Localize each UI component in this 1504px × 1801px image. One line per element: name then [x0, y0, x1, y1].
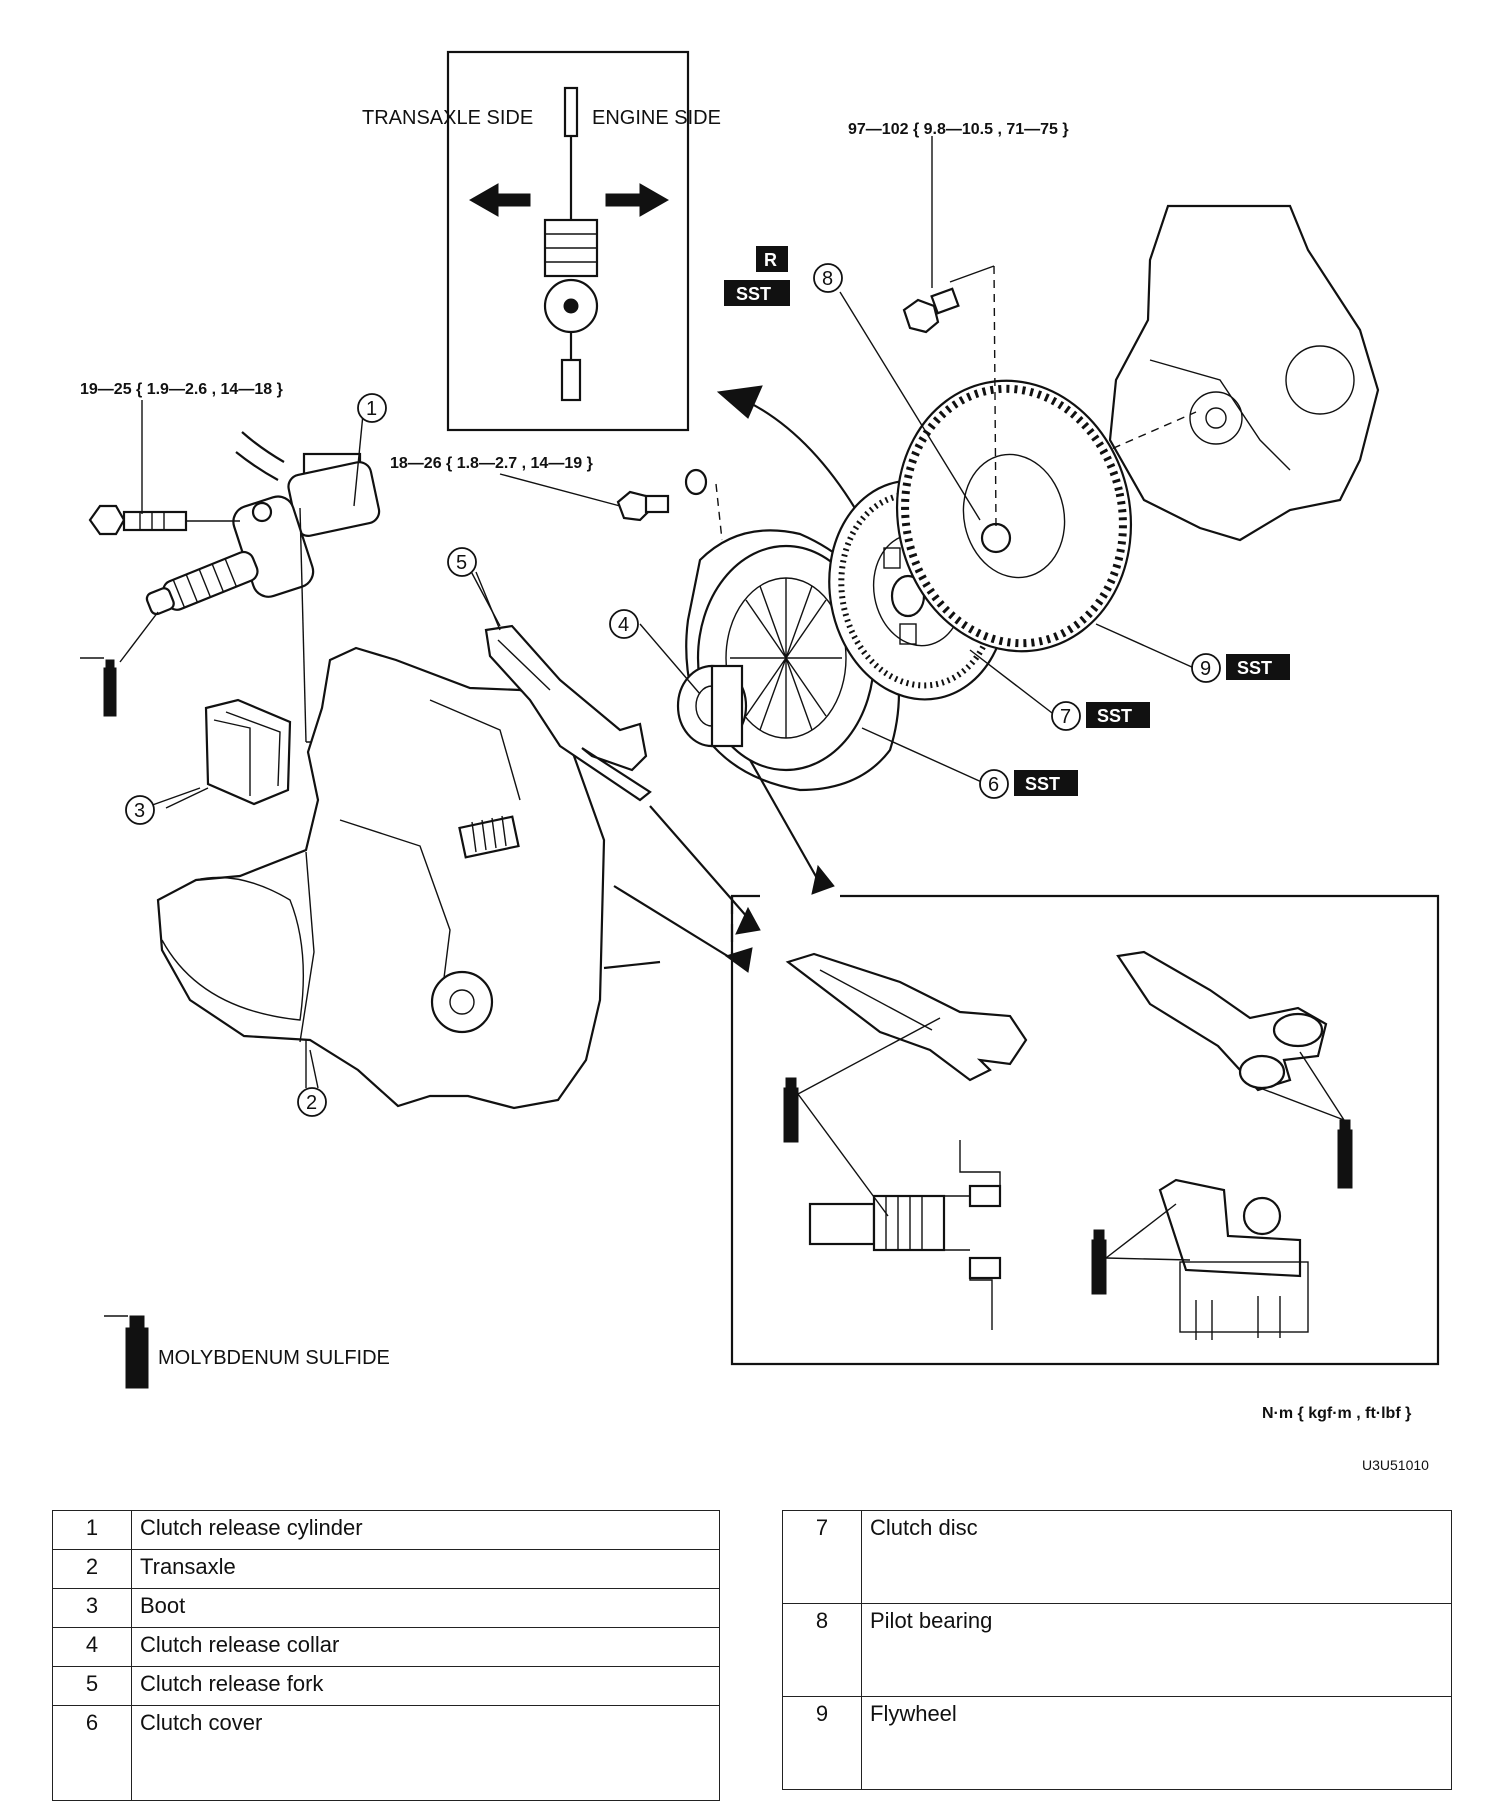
sst-badge-6: SST — [1025, 774, 1060, 794]
label-9-text: 9 — [1200, 658, 1211, 680]
grease-can-icon — [1337, 1119, 1353, 1189]
label-9: 9 SST — [1191, 653, 1290, 683]
part-name: Pilot bearing — [861, 1603, 1452, 1697]
engine-block-drawing — [1099, 204, 1380, 542]
transaxle-side-label: TRANSAXLE SIDE — [362, 107, 533, 129]
transaxle-drawing — [156, 646, 661, 1110]
part-name: Clutch release cylinder — [131, 1510, 720, 1550]
table-row: 8 Pilot bearing — [782, 1603, 1452, 1697]
part-number: 8 — [782, 1603, 862, 1697]
label-3-text: 3 — [134, 800, 145, 822]
part-number: 1 — [52, 1510, 132, 1550]
part-name: Clutch disc — [861, 1510, 1452, 1604]
molybdenum-label: MOLYBDENUM SULFIDE — [158, 1347, 390, 1369]
part-number: 2 — [52, 1549, 132, 1589]
table-row: 4 Clutch release collar — [52, 1627, 720, 1667]
r-badge: R — [764, 250, 777, 270]
label-4-text: 4 — [618, 614, 629, 636]
label-7-text: 7 — [1060, 706, 1071, 728]
label-1: 1 — [357, 393, 387, 423]
grease-can-icon — [1091, 1229, 1107, 1295]
table-row: 7 Clutch disc — [782, 1510, 1452, 1604]
arrow-right-icon — [605, 183, 670, 217]
table-row: 6 Clutch cover — [52, 1705, 720, 1801]
arrow-left-icon — [468, 183, 531, 217]
fork-orientation-inset: TRANSAXLE SIDE ENGINE SIDE — [362, 50, 721, 432]
label-1-text: 1 — [366, 398, 377, 420]
table-row: 1 Clutch release cylinder — [52, 1510, 720, 1550]
flywheel-drawing — [895, 136, 1133, 653]
r-sst-badges: R SST — [724, 246, 790, 306]
table-row: 9 Flywheel — [782, 1696, 1452, 1790]
part-number: 3 — [52, 1588, 132, 1628]
torque-release-cylinder: 19—25 { 1.9—2.6 , 14—18 } — [80, 381, 283, 398]
label-4: 4 — [609, 609, 639, 639]
table-row: 2 Transaxle — [52, 1549, 720, 1589]
parts-legend-right: 7 Clutch disc 8 Pilot bearing 9 Flywheel — [782, 1510, 1452, 1790]
part-name: Clutch release fork — [131, 1666, 720, 1706]
sst-badge-9: SST — [1237, 658, 1272, 678]
units-label: N·m { kgf·m , ft·lbf } — [1262, 1405, 1411, 1422]
label-2-text: 2 — [306, 1092, 317, 1114]
molybdenum-legend: MOLYBDENUM SULFIDE — [104, 1315, 390, 1389]
label-2: 2 — [297, 1087, 327, 1117]
part-name: Clutch cover — [131, 1705, 720, 1801]
parts-legend-left: 1 Clutch release cylinder 2 Transaxle 3 … — [52, 1510, 720, 1801]
label-6: 6 SST — [979, 769, 1078, 799]
part-name: Boot — [131, 1588, 720, 1628]
grease-can-icon — [783, 1077, 799, 1143]
part-name: Transaxle — [131, 1549, 720, 1589]
boot-drawing — [165, 698, 292, 809]
label-8: 8 — [813, 263, 843, 293]
label-6-text: 6 — [988, 774, 999, 796]
figure-code: U3U51010 — [1362, 1457, 1429, 1473]
leader-lines — [143, 291, 1195, 1089]
label-8-text: 8 — [822, 268, 833, 290]
label-7: 7 SST — [1051, 701, 1150, 731]
torque-clutch-cover: 18—26 { 1.8—2.7 , 14—19 } — [390, 455, 593, 472]
part-number: 5 — [52, 1666, 132, 1706]
grease-can-icon — [80, 657, 117, 717]
label-5-text: 5 — [456, 552, 467, 574]
sst-badge: SST — [736, 284, 771, 304]
lubrication-detail-box — [730, 894, 1440, 1366]
label-3: 3 — [125, 795, 155, 825]
label-5: 5 — [447, 547, 477, 577]
part-number: 7 — [782, 1510, 862, 1604]
part-name: Flywheel — [861, 1696, 1452, 1790]
part-number: 4 — [52, 1627, 132, 1667]
part-number: 6 — [52, 1705, 132, 1801]
engine-side-label: ENGINE SIDE — [592, 107, 721, 129]
table-row: 3 Boot — [52, 1588, 720, 1628]
part-name: Clutch release collar — [131, 1627, 720, 1667]
clutch-release-fork-drawing — [465, 561, 652, 802]
sst-badge-7: SST — [1097, 706, 1132, 726]
part-number: 9 — [782, 1696, 862, 1790]
torque-flywheel: 97—102 { 9.8—10.5 , 71—75 } — [848, 121, 1069, 138]
table-row: 5 Clutch release fork — [52, 1666, 720, 1706]
